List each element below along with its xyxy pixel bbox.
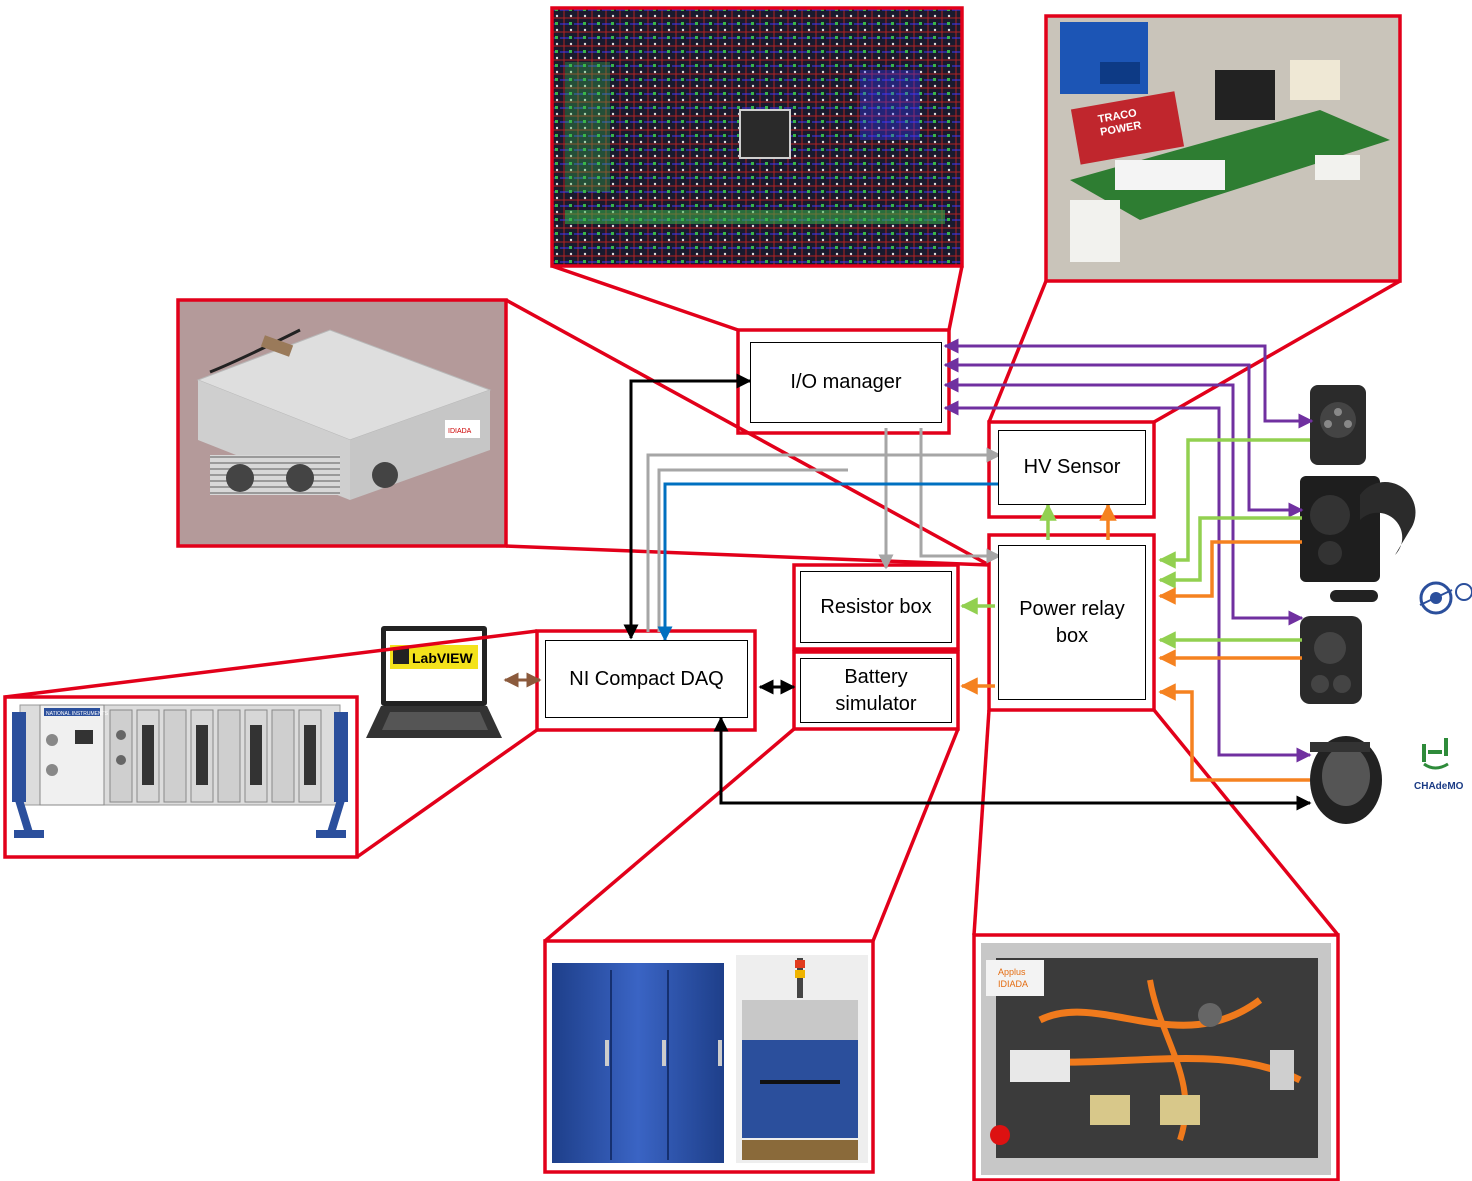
hv-sensor-label: HV Sensor xyxy=(1023,456,1121,478)
hv-sensor-daq-link xyxy=(657,482,1000,642)
black-links xyxy=(623,373,1312,811)
battery-simulator-block: Battery simulator xyxy=(800,658,952,723)
callout-cdaq-frame xyxy=(3,695,359,859)
combo-logo-icon xyxy=(1419,581,1472,615)
idiada-logo-line2: IDIADA xyxy=(998,979,1028,989)
callout-battery-frame xyxy=(543,939,875,1174)
power-relay-label-line2: box xyxy=(1055,624,1089,647)
battery-cabinet-photo xyxy=(552,955,868,1163)
io-board-photo: TRACO POWER xyxy=(1047,16,1399,280)
power-relay-label-line1: Power relay xyxy=(1019,597,1125,620)
ni-compact-daq-block: NI Compact DAQ xyxy=(545,640,748,718)
purple-links xyxy=(943,338,1314,763)
ni-compact-daq-label: NI Compact DAQ xyxy=(569,667,724,690)
green-links xyxy=(960,438,1310,649)
chademo-logo-icon: CHAdeMO xyxy=(1414,738,1464,792)
orange-links xyxy=(960,503,1310,782)
resistor-box-label: Resistor box xyxy=(820,595,932,618)
relay-box-photo: Applus IDIADA xyxy=(981,943,1331,1175)
idiada-tag-small: IDIADA xyxy=(448,428,472,435)
connector-chademo-photo xyxy=(1310,736,1382,824)
ni-cdaq-photo: NATIONAL INSTRUMENTS xyxy=(6,697,356,855)
callout-pcb-frame xyxy=(550,6,964,268)
hv-enclosure-photo: IDIADA xyxy=(178,300,506,546)
connector-type2-photo xyxy=(1300,476,1416,602)
connector-ccs-photo xyxy=(1300,616,1362,704)
battery-simulator-label-line1: Battery xyxy=(844,665,908,688)
hv-sensor-block: HV Sensor xyxy=(998,430,1146,505)
resistor-box-block: Resistor box xyxy=(800,571,952,643)
callout-enclosure-frame xyxy=(176,298,508,548)
power-relay-box-block: Power relay box xyxy=(998,545,1146,700)
connector-type1-photo xyxy=(1310,385,1366,465)
pcb-layout-image xyxy=(552,8,962,266)
io-manager-block: I/O manager xyxy=(750,342,942,423)
idiada-logo-line1: Applus xyxy=(998,967,1026,977)
callout-relay-frame xyxy=(972,933,1340,1181)
labview-logo-text: LabVIEW xyxy=(412,650,473,666)
battery-simulator-label-line2: simulator xyxy=(835,692,917,715)
chademo-logo-text: CHAdeMO xyxy=(1414,781,1464,792)
ni-brand-text: NATIONAL INSTRUMENTS xyxy=(46,711,109,717)
callout-ioboard-frame xyxy=(1044,14,1402,283)
io-manager-label: I/O manager xyxy=(790,371,902,393)
